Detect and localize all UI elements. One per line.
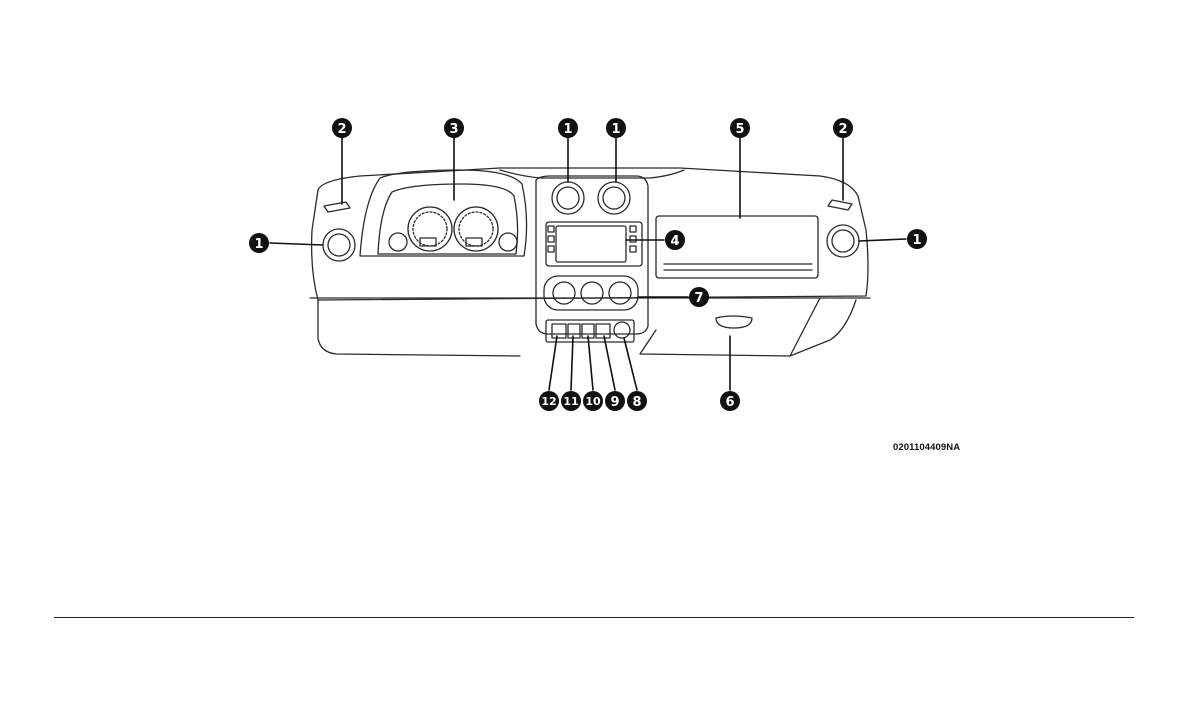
callout-1-center-right: 1 bbox=[606, 118, 626, 138]
callout-label: 2 bbox=[838, 122, 847, 137]
callout-label: 2 bbox=[337, 122, 346, 137]
callout-label: 9 bbox=[610, 395, 619, 410]
callout-1-outer-right: 1 bbox=[907, 229, 927, 249]
callout-12: 12 bbox=[539, 391, 559, 411]
callout-label: 7 bbox=[694, 291, 703, 306]
callout-5: 5 bbox=[730, 118, 750, 138]
callout-4: 4 bbox=[665, 230, 685, 250]
callout-8: 8 bbox=[627, 391, 647, 411]
callout-3: 3 bbox=[444, 118, 464, 138]
left-side-window-demister bbox=[324, 202, 350, 212]
center-stack bbox=[536, 176, 648, 334]
outer-right-air-outlet bbox=[827, 225, 859, 257]
page-divider bbox=[54, 617, 1134, 618]
callout-11: 11 bbox=[561, 391, 581, 411]
callout-9: 9 bbox=[605, 391, 625, 411]
callout-2-right: 2 bbox=[833, 118, 853, 138]
switch-bank bbox=[546, 320, 634, 342]
callout-label: 6 bbox=[725, 395, 734, 410]
callout-6: 6 bbox=[720, 391, 740, 411]
callout-label: 1 bbox=[611, 122, 620, 137]
outer-left-air-outlet bbox=[323, 229, 355, 261]
glove-compartment-handle bbox=[716, 316, 752, 328]
callout-label: 5 bbox=[735, 122, 744, 137]
callout-label: 4 bbox=[670, 234, 679, 249]
callout-label: 8 bbox=[632, 395, 641, 410]
figure-code: 0201104409NA bbox=[893, 442, 960, 453]
right-side-window-demister bbox=[828, 200, 852, 210]
callout-label: 12 bbox=[541, 395, 556, 408]
callout-10: 10 bbox=[583, 391, 603, 411]
callout-label: 10 bbox=[585, 395, 601, 408]
callout-7: 7 bbox=[689, 287, 709, 307]
callout-1-outer-left: 1 bbox=[249, 233, 269, 253]
callout-label: 11 bbox=[563, 395, 578, 408]
callout-label: 1 bbox=[563, 122, 572, 137]
callout-label: 3 bbox=[449, 122, 458, 137]
callout-2-left: 2 bbox=[332, 118, 352, 138]
callout-label: 1 bbox=[254, 237, 263, 252]
instrument-cluster bbox=[360, 170, 527, 256]
callout-1-center-left: 1 bbox=[558, 118, 578, 138]
callout-label: 1 bbox=[912, 233, 921, 248]
